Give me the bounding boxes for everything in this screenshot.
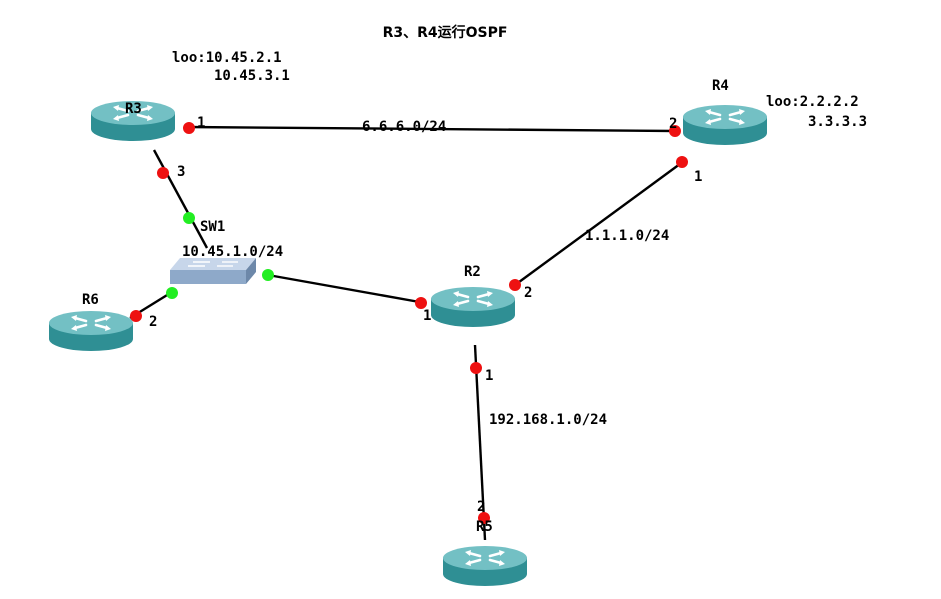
port-r3-sw1: [157, 167, 169, 179]
link-r4-r2: [514, 160, 685, 286]
r4-loopback-2: 3.3.3.3: [808, 114, 867, 130]
port-sw1-r3: [183, 212, 195, 224]
switch-icon: [170, 258, 256, 284]
link-r3-sw1: [152, 149, 209, 249]
network-label-r2-r5: 192.168.1.0/24: [489, 412, 607, 428]
device-label-r2: R2: [464, 264, 481, 280]
router-r4[interactable]: [681, 103, 769, 147]
port-number-r4-r2: 1: [694, 169, 702, 185]
link-r2-r5: [473, 344, 487, 541]
port-number-r2-r4: 2: [524, 285, 532, 301]
router-icon: [441, 544, 529, 588]
link-r3-r4: [185, 125, 676, 133]
switch-sw1[interactable]: [170, 258, 256, 284]
r3-loopback-2: 10.45.3.1: [214, 68, 290, 84]
device-label-r4: R4: [712, 78, 729, 94]
port-r4-r2: [676, 156, 688, 168]
link-sw1-r2: [267, 273, 426, 305]
port-number-r2-r5: 1: [485, 368, 493, 384]
port-r2-r5: [470, 362, 482, 374]
port-r2-sw1: [415, 297, 427, 309]
port-number-r2-sw1: 1: [423, 308, 431, 324]
port-sw1-r6: [166, 287, 178, 299]
device-label-sw1: SW1: [200, 219, 225, 235]
router-r5[interactable]: [441, 544, 529, 588]
r4-loopback-1: loo:2.2.2.2: [766, 94, 859, 110]
port-r4-r3: [669, 125, 681, 137]
network-label-sw1: 10.45.1.0/24: [182, 244, 283, 260]
router-icon: [681, 103, 769, 147]
router-r2[interactable]: [429, 285, 517, 329]
port-number-r5-r2: 2: [477, 499, 485, 515]
port-r6-sw1: [130, 310, 142, 322]
router-icon: [429, 285, 517, 329]
port-sw1-r2: [262, 269, 274, 281]
device-label-r5: R5: [476, 519, 493, 535]
port-r2-r4: [509, 279, 521, 291]
r3-loopback-1: loo:10.45.2.1: [172, 50, 282, 66]
port-r3-r4: [183, 122, 195, 134]
port-number-r3-sw1: 3: [177, 164, 185, 180]
port-number-r4-r3: 2: [669, 116, 677, 132]
diagram-title: R3、R4运行OSPF: [383, 24, 508, 41]
router-icon: [47, 309, 135, 353]
port-number-r6-sw1: 2: [149, 314, 157, 330]
network-label-r3-r4: 6.6.6.0/24: [362, 119, 446, 135]
network-label-r2-r4: 1.1.1.0/24: [585, 228, 669, 244]
port-number-r3-r4: 1: [197, 115, 205, 131]
router-r6[interactable]: [47, 309, 135, 353]
device-label-r3: R3: [125, 101, 142, 117]
port-r5-r2: [478, 512, 490, 524]
device-label-r6: R6: [82, 292, 99, 308]
